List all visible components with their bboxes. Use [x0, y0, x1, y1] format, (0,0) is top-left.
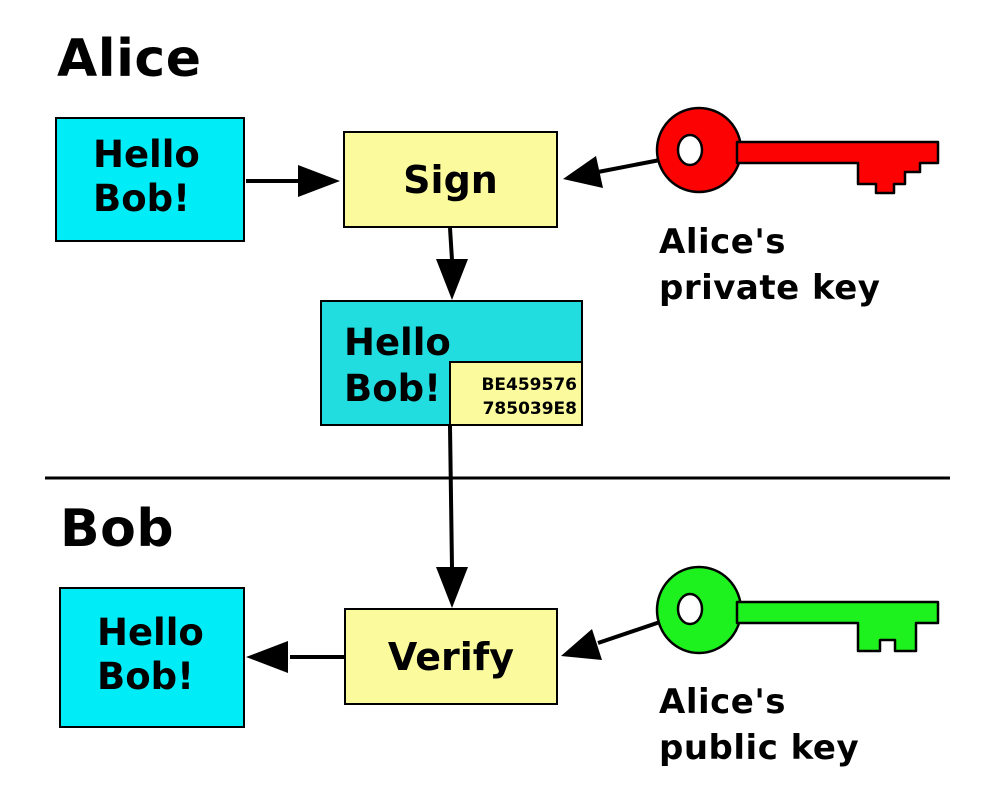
sign-step-box: Sign [343, 131, 558, 228]
signature-box: BE459576 785039E8 [449, 361, 583, 426]
verify-step-box: Verify [344, 608, 558, 705]
arrow-sign-to-signed-message [436, 227, 468, 300]
message-line-1: Hello [93, 133, 200, 176]
private-key-icon [655, 106, 940, 195]
bob-section-title: Bob [60, 499, 175, 559]
received-message-line-1: Hello [97, 611, 204, 654]
public-key-icon [655, 565, 940, 655]
public-key-caption: Alice's public key [659, 679, 859, 771]
received-message-box: Hello Bob! [59, 587, 245, 728]
sign-step-label: Sign [403, 157, 498, 202]
private-key-caption-line-2: private key [659, 268, 881, 308]
private-key-caption: Alice's private key [659, 219, 880, 311]
arrow-message-to-sign [246, 165, 340, 197]
arrow-signed-message-to-verify [436, 425, 468, 608]
arrow-public-key-to-verify [561, 620, 661, 660]
signature-line-1: BE459576 [481, 375, 577, 395]
original-message-box: Hello Bob! [55, 117, 245, 242]
private-key-caption-line-1: Alice's [659, 222, 786, 262]
signature-line-2: 785039E8 [482, 399, 577, 419]
verify-step-label: Verify [387, 634, 515, 679]
signed-message-line-2: Bob! [344, 367, 441, 410]
alice-section-title: Alice [57, 29, 202, 89]
public-key-caption-line-1: Alice's [659, 682, 786, 722]
signed-message-line-1: Hello [344, 321, 451, 364]
arrow-private-key-to-sign [563, 156, 661, 188]
arrow-verify-to-message [246, 641, 344, 673]
message-line-2: Bob! [93, 177, 190, 220]
public-key-caption-line-2: public key [659, 728, 860, 768]
received-message-line-2: Bob! [97, 655, 194, 698]
